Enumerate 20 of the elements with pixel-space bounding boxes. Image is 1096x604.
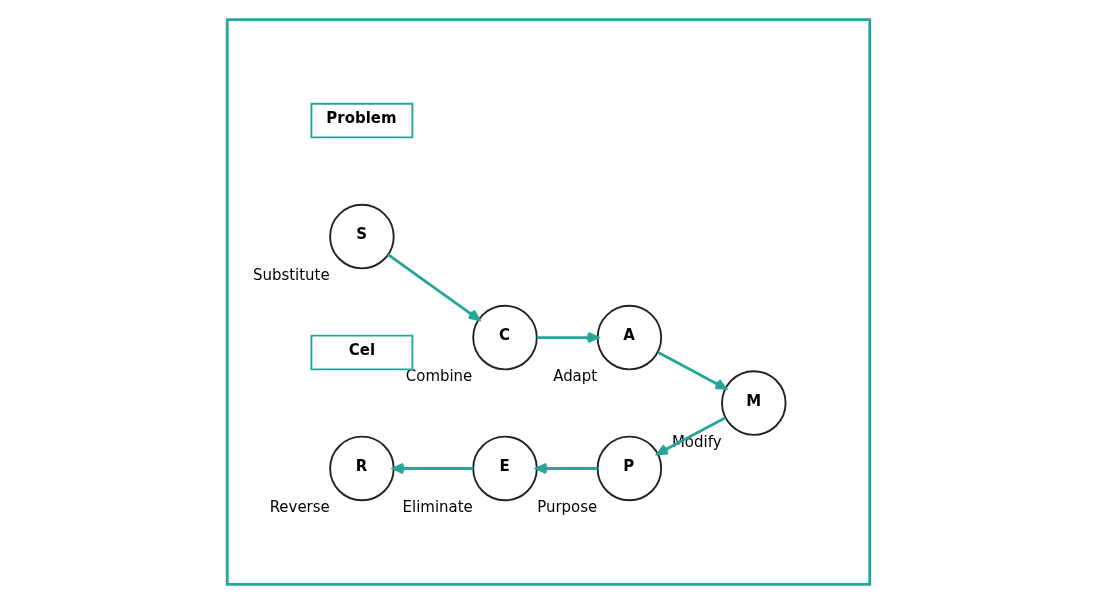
- node-circle: A: [596, 304, 662, 371]
- arrow: [391, 462, 473, 475]
- node-circle: C: [471, 304, 538, 371]
- arrow: [536, 331, 599, 344]
- node-box: Problem: [309, 102, 413, 139]
- node-label: Adapt: [552, 367, 597, 386]
- node-label: Purpose: [536, 498, 597, 517]
- node-label: Eliminate: [402, 498, 473, 517]
- arrow: [534, 462, 598, 475]
- node-circle: R: [328, 435, 395, 502]
- node-circle: S: [328, 203, 395, 270]
- node-circle: P: [596, 435, 662, 502]
- node-box: Cel: [309, 334, 413, 371]
- arrow: [656, 351, 727, 390]
- node-label: Reverse: [269, 498, 330, 517]
- arrow: [386, 253, 480, 321]
- node-circle: E: [471, 435, 538, 502]
- node-circle: M: [720, 370, 787, 436]
- node-label: Substitute: [252, 266, 330, 285]
- cluster: [225, 18, 871, 586]
